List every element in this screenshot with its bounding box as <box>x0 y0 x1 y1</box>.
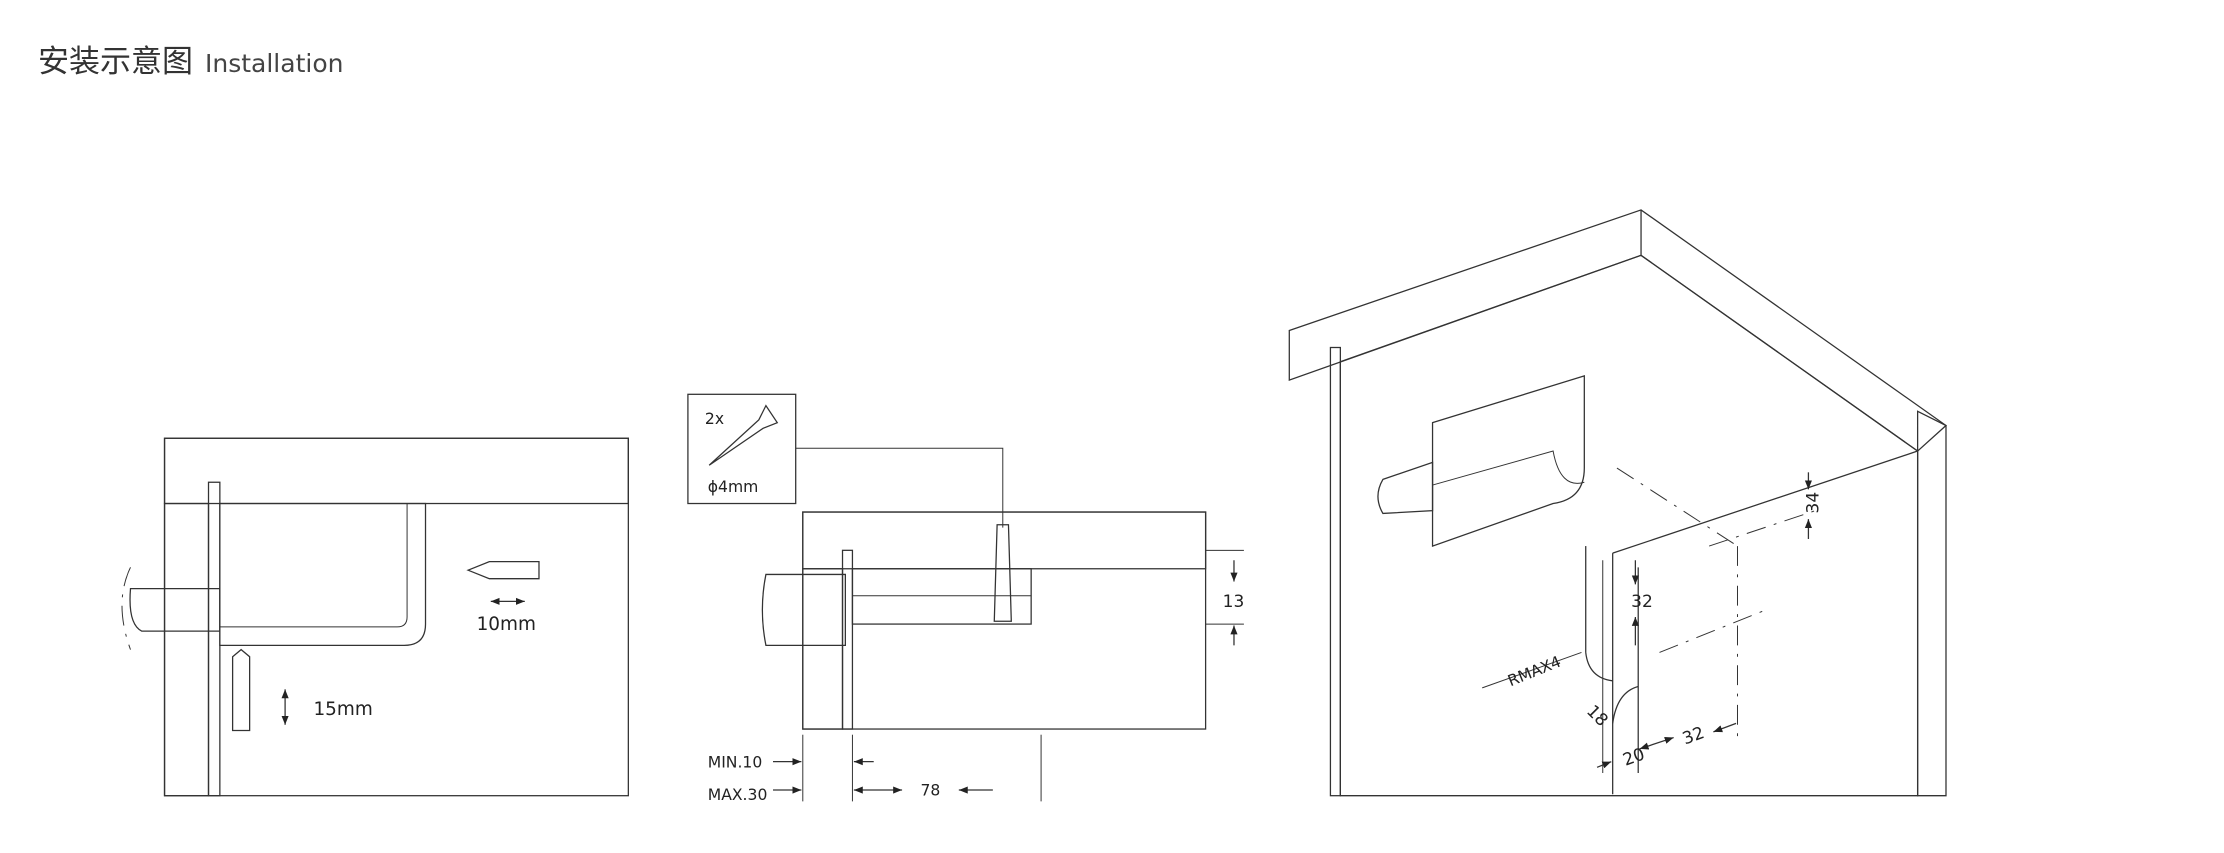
screw <box>993 524 1012 622</box>
side-board <box>163 502 210 797</box>
screw-icon <box>708 404 779 466</box>
screw-size: ϕ4mm <box>708 478 759 496</box>
dim-34: 34 <box>1803 492 1823 514</box>
diagram-top-mount: 2x ϕ4mm 13 MIN.10 MAX.30 78 <box>687 393 1245 804</box>
dim-32-horizontal: 32 <box>1680 723 1707 749</box>
handle-grip <box>761 573 846 646</box>
front-plate <box>207 481 221 797</box>
dim-min: MIN.10 <box>708 753 763 771</box>
handle-body <box>219 502 427 646</box>
hatched-board <box>163 437 629 505</box>
title-english: Installation <box>205 49 344 78</box>
handle-body <box>1431 374 1585 547</box>
label-rmax4: RMAX4 <box>1505 653 1563 691</box>
page-title: 安装示意图 Installation <box>38 36 343 81</box>
screwdriver-icon <box>231 561 540 732</box>
diagram-cabinet-perspective: 34 32 RMAX4 18 20 32 <box>1288 209 1948 797</box>
right-board <box>1916 410 1947 797</box>
title-chinese: 安装示意图 <box>38 44 193 80</box>
dim-78: 78 <box>921 782 941 800</box>
label-10mm: 10mm <box>477 614 536 635</box>
label-15mm: 15mm <box>313 699 372 720</box>
handle-grip <box>129 587 221 632</box>
top-board <box>1288 209 1948 452</box>
screw-quantity: 2x <box>705 410 724 428</box>
screw-callout-box <box>687 393 797 505</box>
dim-20: 20 <box>1620 744 1647 770</box>
dim-13: 13 <box>1223 592 1245 612</box>
dim-18: 18 <box>1582 701 1611 730</box>
dim-32-vertical: 32 <box>1631 592 1653 612</box>
dim-max: MAX.30 <box>708 786 768 804</box>
back-wall <box>1339 254 1919 797</box>
handle-grip <box>1377 461 1434 515</box>
diagram-side-mount: 10mm 15mm <box>121 437 629 797</box>
cabinet-wall <box>163 437 629 797</box>
handle-body <box>851 568 1032 625</box>
side-plate <box>1329 346 1341 797</box>
